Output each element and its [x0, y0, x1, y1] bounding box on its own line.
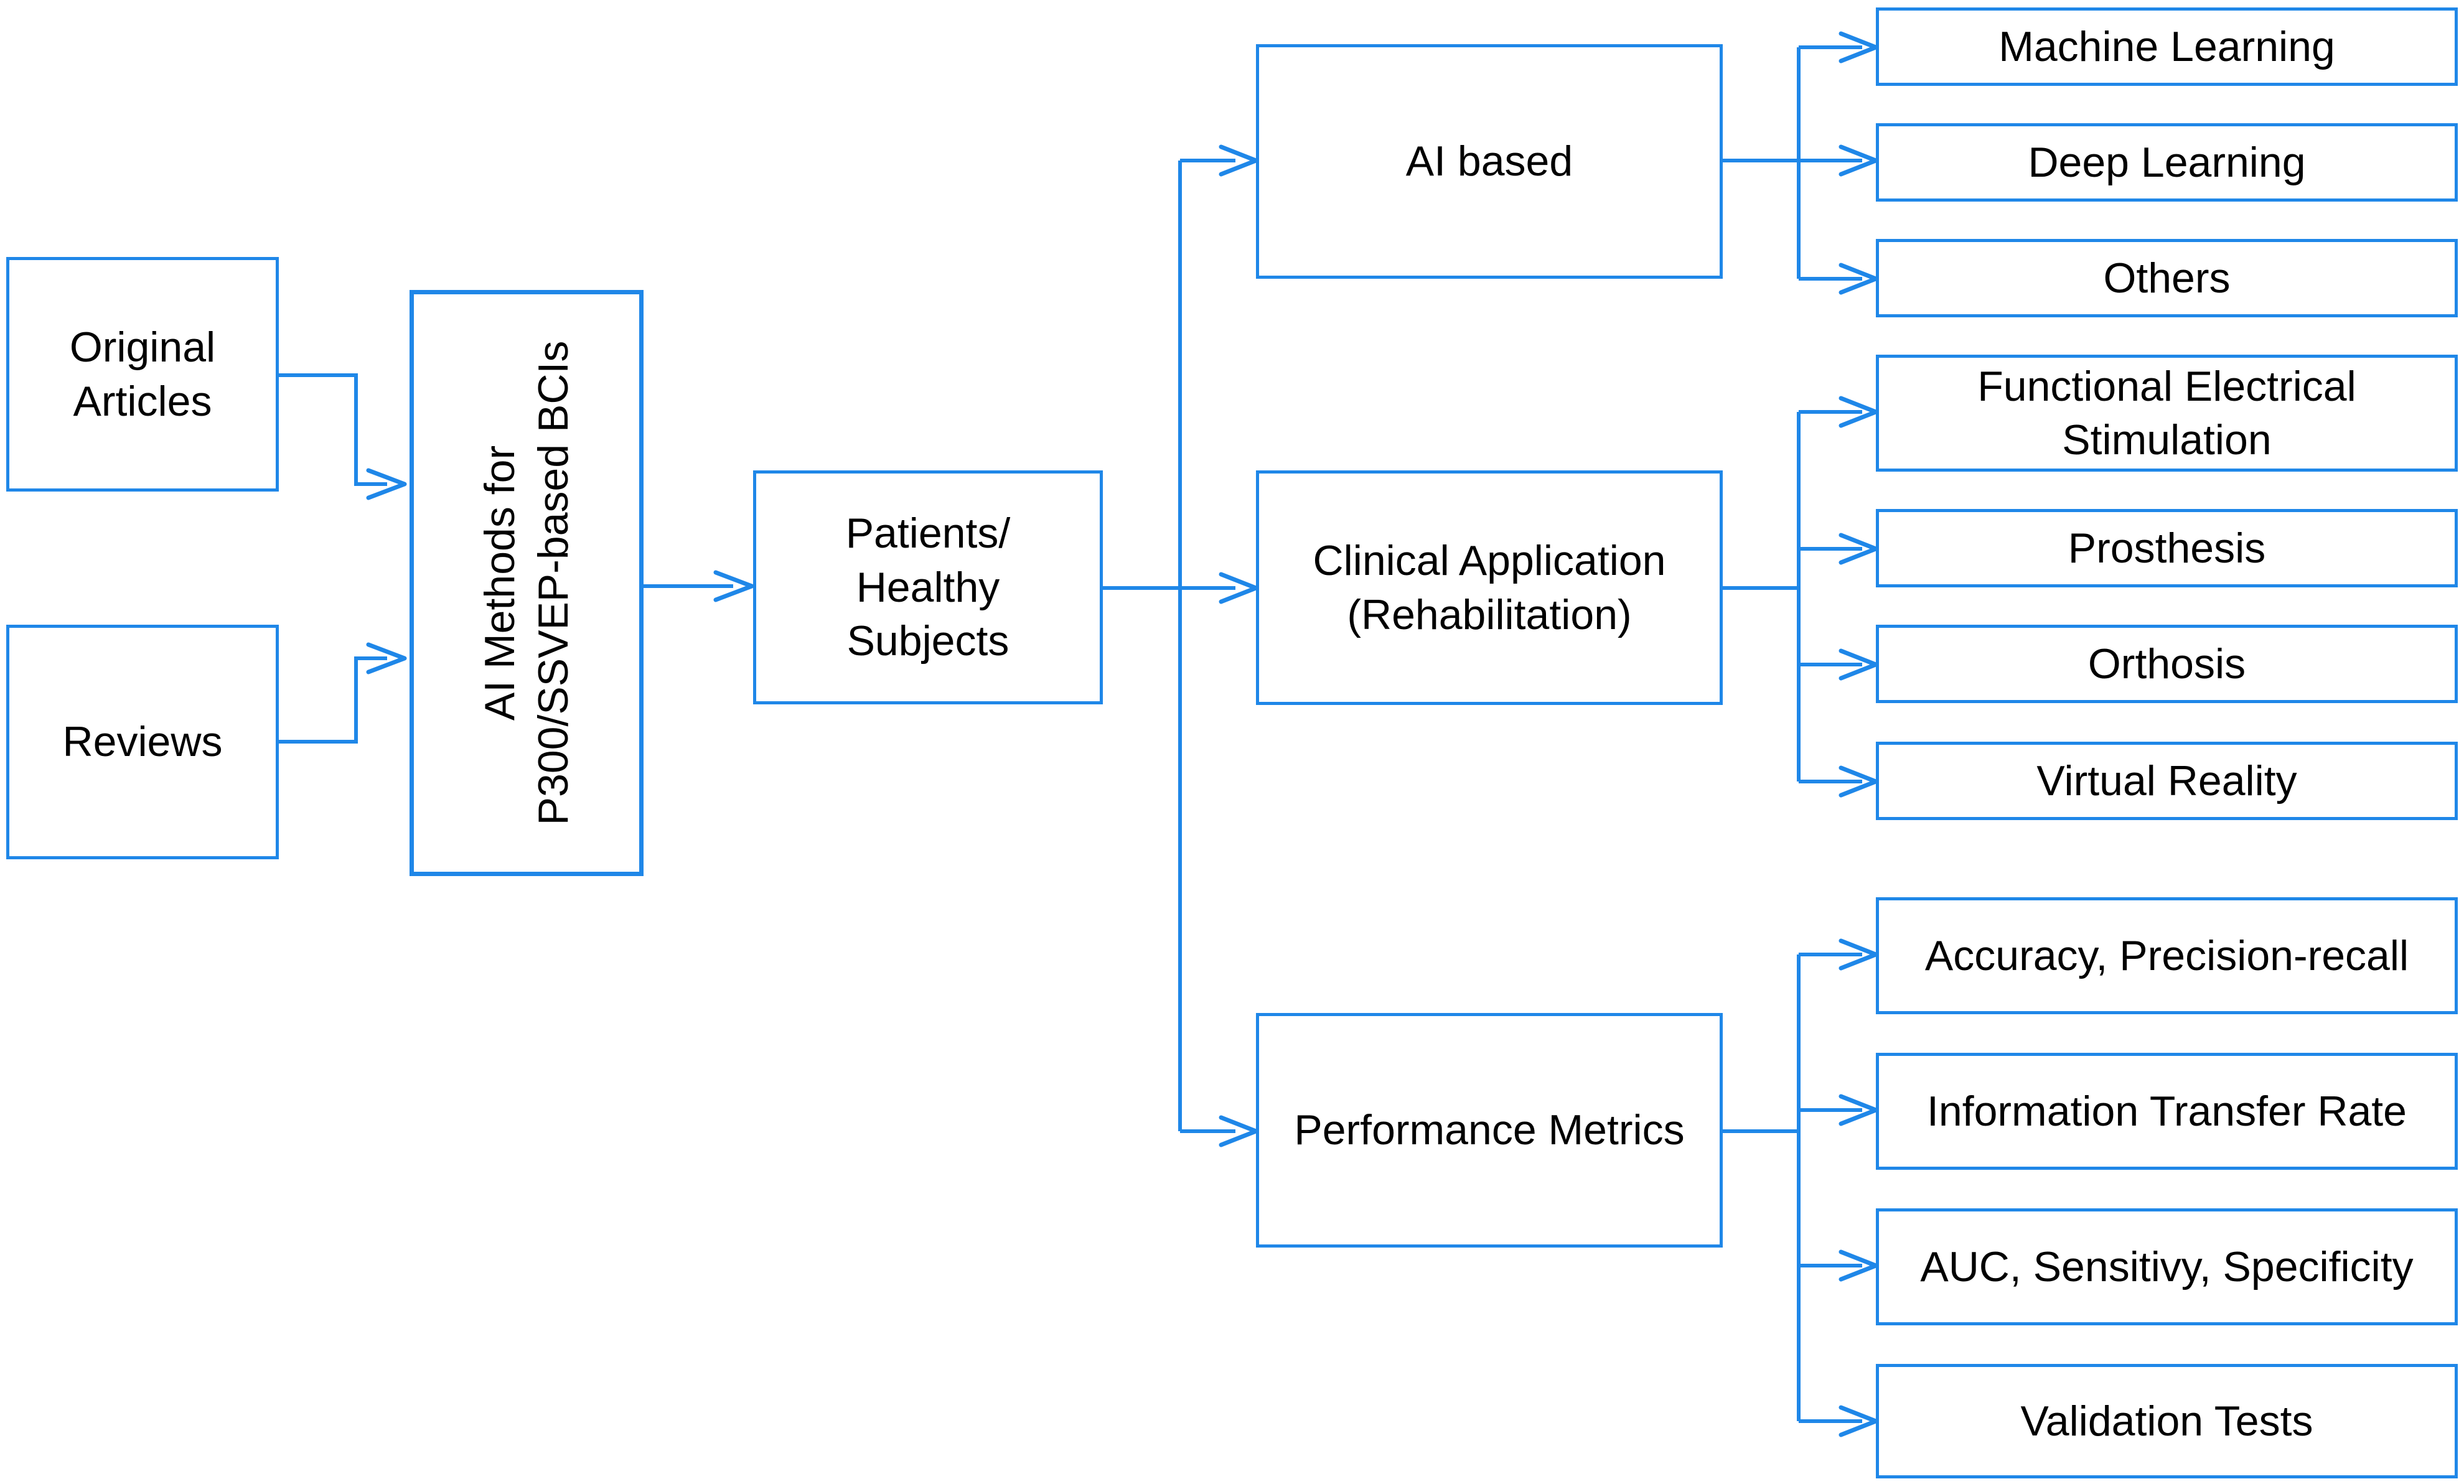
leaf-machine-learning: Machine Learning: [1876, 7, 2458, 86]
leaf-others: Others: [1876, 239, 2458, 317]
subjects-label: Patients/ Healthy Subjects: [845, 510, 1011, 665]
reviews-label: Reviews: [62, 718, 223, 766]
arrowhead-central-top: [366, 468, 407, 500]
reviews-box: Reviews: [6, 625, 279, 859]
leaf-virtual-reality: Virtual Reality: [1876, 742, 2458, 820]
performance-metrics-box: Performance Metrics: [1256, 1013, 1723, 1248]
leaf-information-transfer-rate: Information Transfer Rate: [1876, 1053, 2458, 1170]
leaf-fes-label: Functional Electrical Stimulation: [1977, 362, 2356, 464]
leaf-orthosis-label: Orthosis: [2087, 640, 2246, 688]
leaf-accuracy-label: Accuracy, Precision-recall: [1924, 931, 2409, 979]
arrowhead-subjects: [713, 570, 754, 602]
leaf-itr-label: Information Transfer Rate: [1926, 1087, 2407, 1135]
connector-reviews-to-central: [279, 656, 387, 744]
leaf-deep-learning: Deep Learning: [1876, 123, 2458, 202]
leaf-accuracy-precision-recall: Accuracy, Precision-recall: [1876, 897, 2458, 1014]
leaf-functional-electrical-stimulation: Functional Electrical Stimulation: [1876, 355, 2458, 472]
original-articles-label: Original Articles: [69, 324, 216, 425]
connector-original-to-central: [279, 373, 387, 486]
leaf-prosthesis: Prosthesis: [1876, 509, 2458, 587]
clinical-application-box: Clinical Application (Rehabilitation): [1256, 470, 1723, 705]
leaf-machine-learning-label: Machine Learning: [1998, 22, 2335, 70]
leaf-others-label: Others: [2103, 254, 2231, 302]
ai-based-label: AI based: [1405, 138, 1573, 185]
leaf-validation-label: Validation Tests: [2020, 1397, 2313, 1445]
leaf-prosthesis-label: Prosthesis: [2068, 524, 2266, 572]
original-articles-box: Original Articles: [6, 257, 279, 492]
clinical-application-label: Clinical Application (Rehabilitation): [1313, 537, 1666, 638]
leaf-orthosis: Orthosis: [1876, 625, 2458, 703]
central-topic-box: AI Methods for P300/SSVEP-based BCIs: [410, 290, 644, 876]
leaf-virtual-reality-label: Virtual Reality: [2036, 757, 2297, 805]
central-topic-label: AI Methods for P300/SSVEP-based BCIs: [475, 340, 577, 826]
ai-based-box: AI based: [1256, 44, 1723, 279]
leaf-deep-learning-label: Deep Learning: [2028, 138, 2306, 186]
leaf-validation-tests: Validation Tests: [1876, 1364, 2458, 1478]
central-topic-rotator: AI Methods for P300/SSVEP-based BCIs: [411, 294, 642, 872]
leaf-auc-label: AUC, Sensitivy, Specificity: [1920, 1243, 2414, 1290]
leaf-auc-sensitivity-specificity: AUC, Sensitivy, Specificity: [1876, 1208, 2458, 1325]
subjects-box: Patients/ Healthy Subjects: [753, 470, 1103, 704]
performance-metrics-label: Performance Metrics: [1294, 1106, 1685, 1154]
arrowhead-central-bottom: [366, 642, 407, 674]
